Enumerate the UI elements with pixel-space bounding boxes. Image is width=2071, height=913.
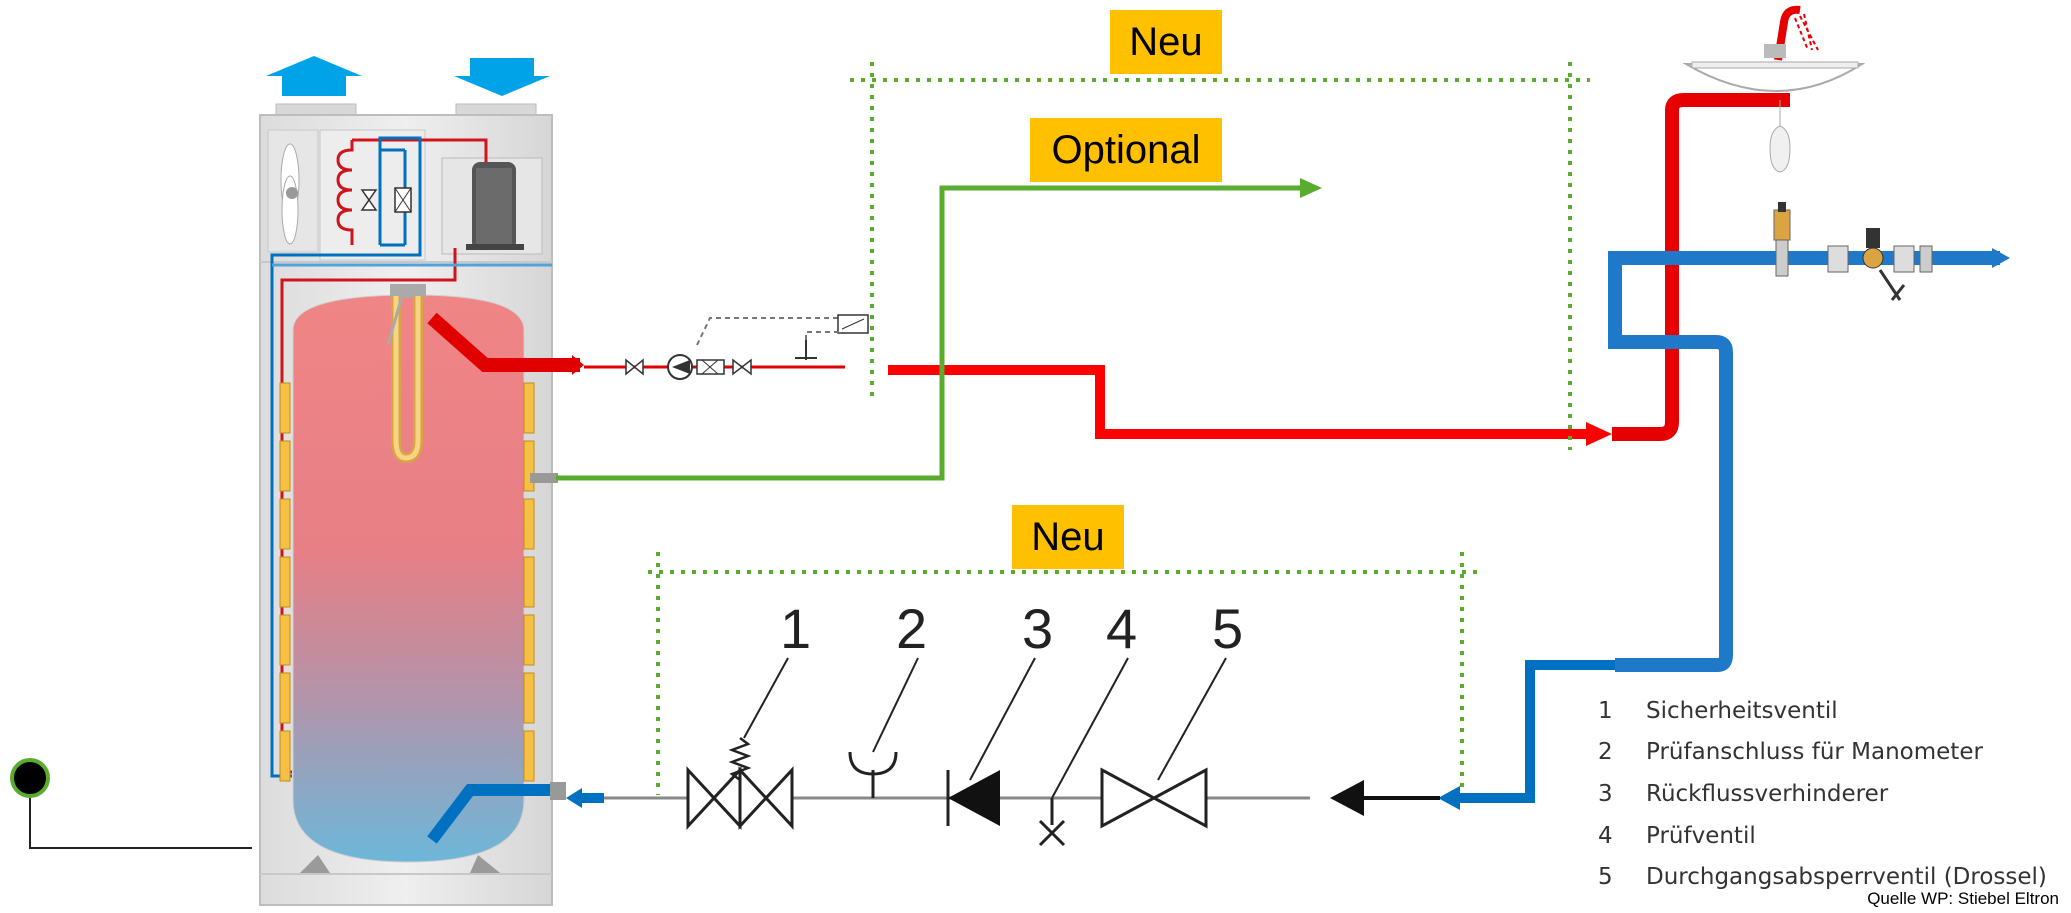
hot-water-line [560, 93, 1790, 446]
fittings-schematic: 1 2 3 4 5 [604, 597, 1440, 847]
valve-number-3: 3 [1022, 597, 1053, 660]
legend-number: 5 [1598, 864, 1613, 891]
heat-pump-unit [259, 103, 566, 906]
optional-line [556, 178, 1322, 481]
legend-item: 2 Prüfanschluss für Manometer [1598, 732, 2058, 774]
wash-basin-icon [1682, 5, 1866, 173]
legend-text: Prüfventil [1646, 822, 1756, 849]
legend-number: 3 [1598, 780, 1613, 807]
valve-number-4: 4 [1106, 597, 1137, 660]
safety-valve-symbol [686, 737, 794, 830]
legend-item: 5 Durchgangsabsperrventil (Drossel) [1598, 856, 2058, 898]
valve-number-2: 2 [896, 597, 927, 660]
legend-text: Rückflussverhinderer [1646, 780, 1889, 807]
storage-tank [292, 294, 525, 863]
shutoff-valve-symbol [1100, 767, 1208, 829]
source-credit: Quelle WP: Stiebel Eltron [1867, 889, 2059, 908]
fan-icon [280, 143, 300, 245]
air-inlet-arrow-icon [454, 58, 550, 96]
expansion-valve-icon [360, 187, 412, 213]
legend-item: 4 Prüfventil [1598, 815, 2058, 857]
valve-number-1: 1 [780, 597, 811, 660]
legend-text: Sicherheitsventil [1646, 697, 1838, 724]
legend-text: Durchgangsabsperrventil (Drossel) [1646, 864, 2047, 891]
legend-number: 4 [1598, 822, 1613, 849]
compressor-icon [466, 162, 524, 250]
test-valve-symbol [1038, 798, 1066, 847]
air-outlet-arrow-icon [266, 56, 362, 96]
new-section-label-top: Neu [1110, 10, 1222, 74]
inlet-valve-group-icon [1773, 202, 1933, 301]
legend-item: 1 Sicherheitsventil [1598, 690, 2058, 732]
check-valve-symbol [946, 770, 1000, 826]
legend-number: 1 [1598, 697, 1613, 724]
valve-number-5: 5 [1212, 597, 1243, 660]
cold-water-line [566, 248, 2010, 810]
ground-connection-icon [10, 758, 252, 849]
gauge-test-port-symbol [848, 751, 898, 798]
optional-section-label: Optional [1030, 118, 1222, 182]
legend-number: 2 [1598, 739, 1613, 766]
neu-boundary-top [850, 62, 1590, 450]
legend: 1 Sicherheitsventil 2 Prüfanschluss für … [1598, 690, 2058, 898]
condenser-panels [279, 382, 535, 782]
legend-item: 3 Rückflussverhinderer [1598, 773, 2058, 815]
legend-text: Prüfanschluss für Manometer [1646, 739, 1983, 766]
neu-boundary-bottom [648, 552, 1482, 795]
flow-direction-arrow-icon [1330, 780, 1440, 816]
new-section-label-bottom: Neu [1012, 505, 1124, 569]
